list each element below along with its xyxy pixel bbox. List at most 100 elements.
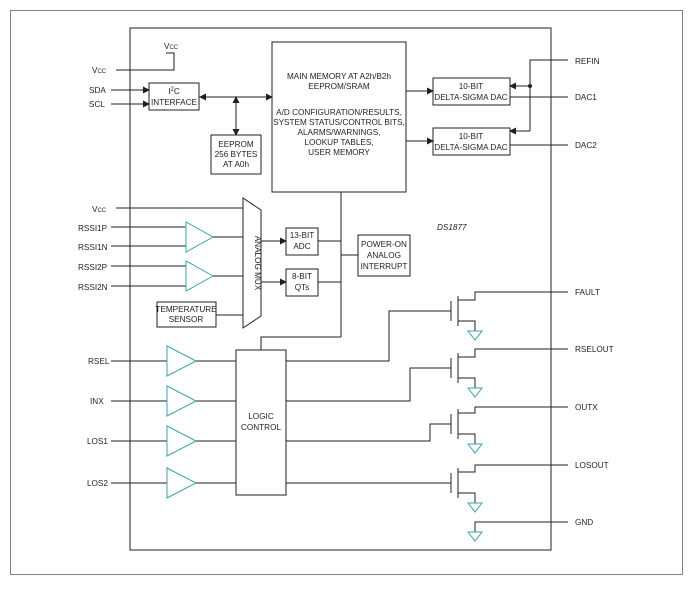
vcc-top-v: V	[164, 42, 170, 51]
los2-pin-label: LOS2	[87, 479, 108, 488]
rselout-source	[458, 377, 476, 388]
fault-drain	[458, 291, 568, 301]
internal-bus-to-logic	[260, 336, 341, 350]
los2-buffer	[166, 467, 198, 499]
vcc-left-cc: CC	[97, 69, 106, 75]
main-memory-line-1: MAIN MEMORY AT A2h/B2h	[287, 72, 391, 81]
main-memory-line-3: A/D CONFIGURATION/RESULTS,	[276, 108, 402, 117]
logic-control-line-1: LOGIC	[248, 412, 274, 421]
fault-transistor	[450, 291, 568, 341]
power-on-interrupt-block	[357, 234, 411, 277]
outx-gate-wire	[286, 423, 451, 442]
outx-pin-label: OUTX	[575, 403, 598, 412]
temp-sensor-line-1: TEMPERATURE	[155, 305, 217, 314]
temperature-sensor-block	[156, 301, 217, 328]
eeprom-block	[210, 134, 262, 175]
eeprom-line-3: AT A0h	[223, 160, 250, 169]
dac1-line-2: DELTA-SIGMA DAC	[434, 93, 507, 102]
rselout-drain	[458, 348, 568, 358]
vcc-left-label: VCC	[92, 66, 107, 75]
temp-sensor-line-2: SENSOR	[169, 315, 204, 324]
rselout-pin-label: RSELOUT	[575, 345, 614, 354]
adc-line-1: 13-BIT	[290, 231, 315, 240]
main-memory-line-7: USER MEMORY	[308, 148, 370, 157]
power-on-line-2: ANALOG	[367, 251, 401, 260]
outx-transistor	[450, 406, 568, 454]
analog-mux-label: ANALOG MUX	[253, 236, 262, 291]
losout-ground-icon	[466, 502, 484, 513]
outx-ground-icon	[466, 443, 484, 454]
gnd-pin-label: GND	[575, 518, 593, 527]
power-on-line-3: INTERRUPT	[361, 262, 408, 271]
outx-source	[458, 433, 476, 444]
adc-line-2: ADC	[293, 242, 310, 251]
fault-ground-icon	[466, 330, 484, 341]
los1-pin-label: LOS1	[87, 437, 108, 446]
dac2-line-2: DELTA-SIGMA DAC	[434, 143, 507, 152]
dac1-pin-label: DAC1	[575, 93, 597, 102]
vcc-left-v: V	[92, 66, 98, 75]
scl-pin-label: SCL	[89, 100, 105, 109]
vcc-mid-v: V	[92, 205, 98, 214]
gnd-wire	[474, 521, 568, 532]
vcc-top-label: VCC	[164, 42, 179, 51]
part-number-label: DS1877	[437, 223, 467, 232]
dac1-line-1: 10-BIT	[459, 82, 484, 91]
qts-line-2: QTs	[295, 283, 310, 292]
sda-pin-label: SDA	[89, 86, 106, 95]
vcc-top-wire	[116, 52, 175, 71]
i2c-label-2: 2	[171, 87, 175, 93]
losout-pin-label: LOSOUT	[575, 461, 609, 470]
main-memory-line-5: ALARMS/WARNINGS,	[298, 128, 381, 137]
logic-control-block	[235, 349, 287, 496]
rssi1n-pin-label: RSSI1N	[78, 243, 108, 252]
main-memory-line-2: EEPROM/SRAM	[308, 82, 370, 91]
inx-buffer	[166, 385, 198, 417]
rssi1-amplifier	[185, 221, 215, 253]
qts-line-1: 8-BIT	[292, 272, 312, 281]
rsel-pin-label: RSEL	[88, 357, 110, 366]
main-memory-line-4: SYSTEM STATUS/CONTROL BITS,	[273, 118, 405, 127]
dac2-block	[432, 127, 511, 156]
power-on-line-1: POWER-ON	[361, 240, 407, 249]
fault-pin-label: FAULT	[575, 288, 600, 297]
figure-frame	[10, 10, 683, 575]
i2c-label: I2C	[168, 87, 180, 96]
chip-outline	[129, 27, 552, 551]
losout-source	[458, 492, 476, 503]
i2c-interface-label: INTERFACE	[151, 98, 197, 107]
rssi2-amplifier	[185, 260, 215, 292]
main-memory-line-6: LOOKUP TABLES,	[304, 138, 373, 147]
rssi2n-pin-label: RSSI2N	[78, 283, 108, 292]
rselout-ground-icon	[466, 387, 484, 398]
dac2-pin-label: DAC2	[575, 141, 597, 150]
i2c-label-c: C	[174, 87, 180, 96]
analog-mux-block	[242, 197, 262, 329]
rselout-gate-wire	[286, 367, 451, 402]
refin-wire	[529, 59, 568, 131]
vcc-mid-label: VCC	[92, 205, 107, 214]
fault-source	[458, 320, 476, 331]
i2c-label-i: I	[168, 87, 170, 96]
rsel-buffer	[166, 345, 198, 377]
logic-control-line-2: CONTROL	[241, 423, 281, 432]
losout-transistor	[450, 464, 568, 513]
dac2-line-1: 10-BIT	[459, 132, 484, 141]
dac1-block	[432, 77, 511, 106]
main-memory-text: MAIN MEMORY AT A2h/B2h EEPROM/SRAM A/D C…	[273, 72, 405, 157]
eeprom-line-2: 256 BYTES	[215, 150, 258, 159]
rselout-transistor	[450, 348, 568, 398]
rssi2p-pin-label: RSSI2P	[78, 263, 108, 272]
refin-pin-label: REFIN	[575, 57, 600, 66]
vcc-top-cc: CC	[169, 45, 178, 51]
fault-gate-wire	[286, 310, 451, 362]
qts-block	[285, 268, 319, 297]
vcc-mid-cc: CC	[97, 208, 106, 214]
losout-drain	[458, 464, 568, 473]
los1-buffer	[166, 425, 198, 457]
main-memory-block	[271, 41, 407, 193]
gnd-ground-icon	[466, 531, 484, 542]
rssi1p-pin-label: RSSI1P	[78, 224, 108, 233]
